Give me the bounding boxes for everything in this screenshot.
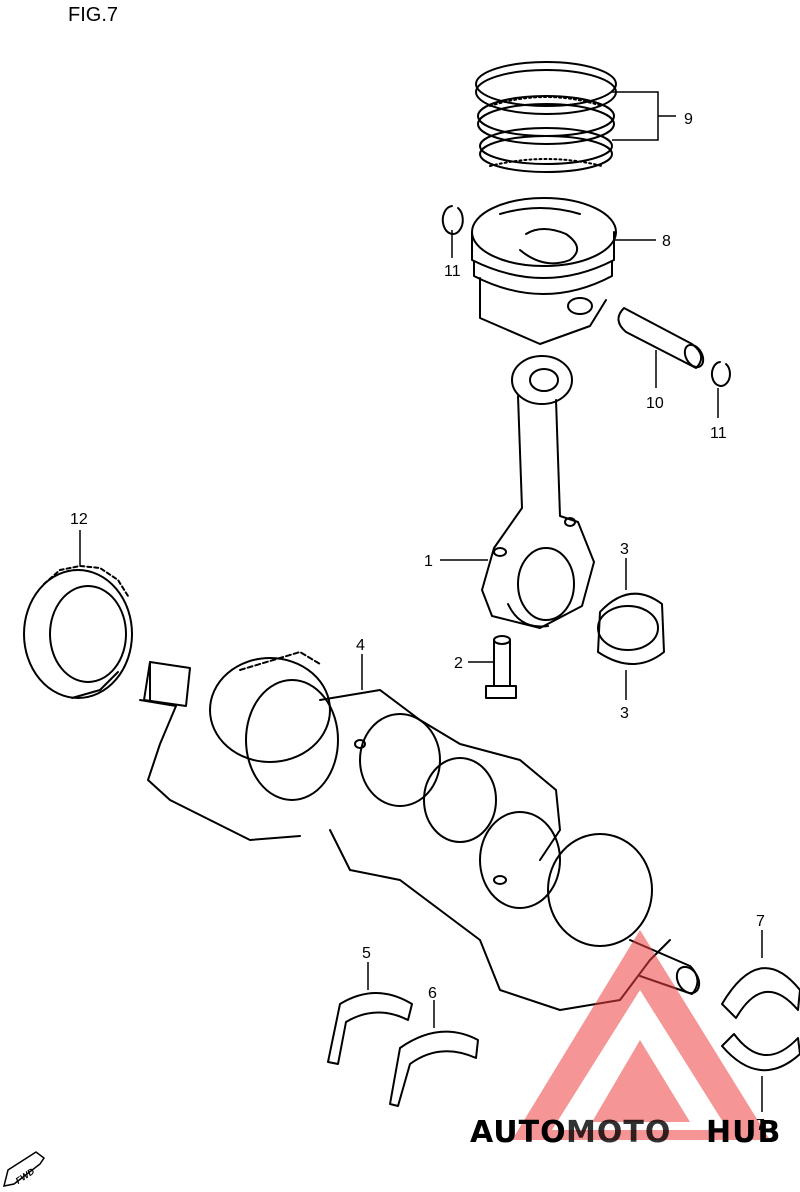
circlip-right	[710, 361, 731, 387]
automotohub-logo	[512, 930, 770, 1140]
callout-7-upper: 7	[756, 913, 765, 930]
callout-11-left: 11	[444, 263, 461, 280]
piston-ring-set	[475, 61, 617, 173]
callout-5: 5	[362, 945, 371, 962]
conrod-bearing	[597, 592, 665, 665]
callout-12: 12	[70, 511, 88, 528]
leader-9	[612, 91, 659, 141]
piston	[471, 197, 617, 345]
callout-11-right: 11	[710, 425, 727, 442]
callout-1: 1	[424, 553, 433, 570]
figure-title: FIG.7	[68, 4, 119, 26]
piston-pin	[617, 307, 705, 369]
callout-3-upper: 3	[620, 541, 629, 558]
circlip-left	[441, 205, 464, 235]
primary-drive-gear	[23, 565, 133, 699]
callout-6: 6	[428, 985, 437, 1002]
callout-9: 9	[684, 111, 693, 128]
callout-3-lower: 3	[620, 705, 629, 722]
journal-bearing-upper	[721, 967, 800, 1019]
watermark-auto: AUTO	[470, 1115, 567, 1150]
journal-bearing-lower	[721, 1033, 800, 1072]
callout-10: 10	[646, 395, 664, 412]
conrod-bolt	[485, 635, 517, 699]
watermark-hub: HUB	[706, 1115, 781, 1150]
connecting-rod	[481, 355, 595, 629]
fwd-arrow-icon: FWD	[2, 1151, 46, 1187]
callout-4: 4	[356, 637, 365, 654]
callout-7-lower: 7	[756, 1117, 765, 1134]
callout-2: 2	[454, 655, 463, 672]
callout-8: 8	[662, 233, 671, 250]
thrust-bearing-6	[389, 1030, 479, 1107]
thrust-bearing-5	[327, 992, 413, 1065]
watermark-moto: MOTO	[566, 1115, 671, 1150]
